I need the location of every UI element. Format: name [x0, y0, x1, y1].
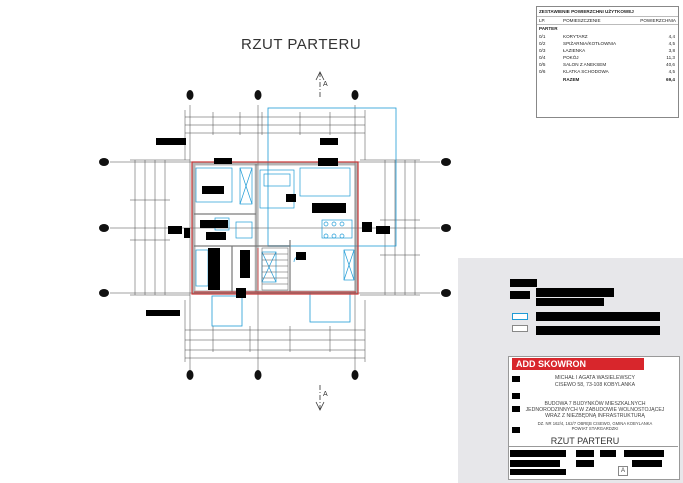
redacted-label — [536, 326, 660, 335]
title-block — [508, 356, 680, 480]
redacted-label — [512, 393, 520, 399]
furniture — [195, 167, 355, 287]
title-block-divider — [508, 446, 678, 447]
legend-swatch — [512, 325, 528, 332]
col-area: POWIERZCHNIA — [640, 18, 676, 23]
section-marker-label: A — [323, 81, 328, 88]
redacted-label — [510, 450, 566, 457]
redacted-label — [512, 406, 520, 412]
redacted-label — [536, 298, 604, 306]
redacted-label — [624, 450, 664, 457]
redacted-label — [536, 312, 660, 321]
walls — [191, 161, 359, 295]
col-room: POMIESZCZENIE — [563, 18, 601, 23]
dimension-lines — [110, 105, 440, 375]
page-title: RZUT PARTERU — [241, 36, 362, 53]
redacted-labels — [146, 138, 390, 316]
project-line-3: WRAZ Z NIEZBĘDNĄ INFRASTRUKTURĄ — [545, 413, 645, 419]
table-header: ZESTAWIENIE POWIERZCHNI UŻYTKOWEJ — [539, 9, 634, 14]
legend-swatch — [512, 313, 528, 320]
redacted-label — [512, 427, 520, 433]
table-section: PARTER — [539, 26, 558, 31]
col-lp: LP. — [539, 18, 546, 23]
redacted-label — [510, 469, 566, 475]
redacted-label — [576, 460, 594, 467]
area-table: ZESTAWIENIE POWIERZCHNI UŻYTKOWEJ LP. PO… — [536, 6, 679, 118]
project-line-1: BUDOWA 7 BUDYNKÓW MIESZKALNYCH — [544, 401, 646, 407]
firm-logo: ADD SKOWRON — [512, 358, 644, 370]
investor-name: MICHAŁ I AGATA WASIELEWSCY — [554, 375, 636, 381]
redacted-label — [576, 450, 594, 457]
plot-line-1: DZ. NR 162/4, 162/7 OBRĘB CISEWO, GMINA … — [537, 421, 653, 426]
sheet-title: RZUT PARTERU — [550, 436, 620, 446]
redacted-label — [510, 291, 530, 299]
redacted-label — [510, 279, 537, 287]
project-line-2: JEDNORODZINNYCH W ZABUDOWIE WOLNOSTOJĄCE… — [525, 407, 665, 413]
stairs — [261, 247, 289, 291]
redacted-label — [632, 460, 662, 467]
axis-markers — [99, 90, 451, 380]
section-marker-label: A — [323, 391, 328, 398]
redacted-label — [510, 460, 560, 467]
section-line — [315, 71, 325, 411]
investor-address: CISEWO 58, 73-108 KOBYLANKA — [554, 382, 636, 388]
plot-line-2: POWIAT STARGARDZKI — [571, 426, 619, 431]
redacted-label — [600, 450, 616, 457]
redacted-label — [536, 288, 614, 297]
redacted-label — [512, 376, 520, 382]
sheet-letter: A — [618, 466, 628, 476]
